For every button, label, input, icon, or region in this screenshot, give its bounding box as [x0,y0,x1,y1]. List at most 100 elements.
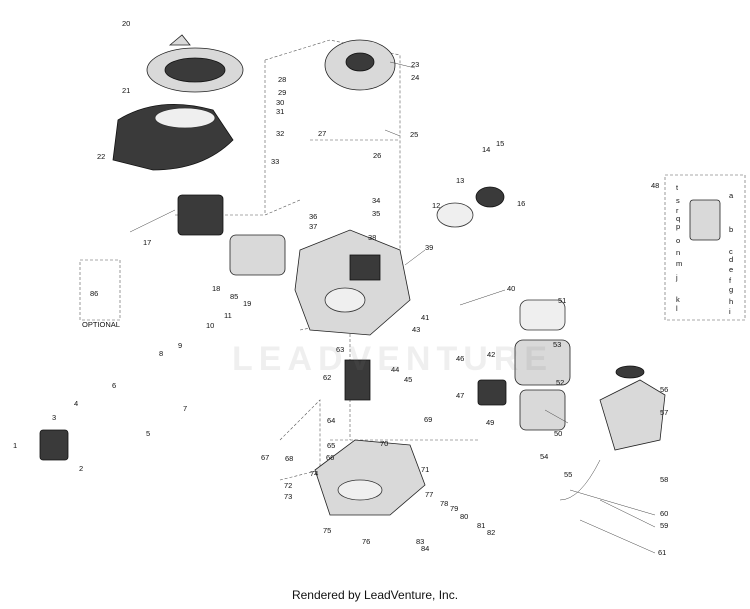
callout-label: 83 [416,537,424,546]
callout-label: 2 [79,464,83,473]
callout-label: 5 [146,429,150,438]
blower-housing [112,103,234,171]
callout-label: 33 [271,157,279,166]
callout-label: 15 [496,139,504,148]
callout-label: 49 [486,418,494,427]
callout-label: 41 [421,313,429,322]
callout-label: 66 [326,453,334,462]
callout-label: 29 [278,88,286,97]
leader-lines [129,61,656,554]
watermark: LEADVENTURE [232,340,554,378]
crankshaft [344,359,371,401]
kit-letter-label: j [675,273,678,282]
callout-label: 32 [276,129,284,138]
callout-label: 85 [230,292,238,301]
callout-label: 3 [52,413,56,422]
callout-label: 67 [261,453,269,462]
footer-credit: Rendered by LeadVenture, Inc. [291,588,459,602]
engine-block [294,229,411,336]
flywheel [324,39,396,91]
callout-label: 4 [74,399,78,408]
callout-label: 54 [540,452,548,461]
callout-label: 86 [90,289,98,298]
callout-label: 38 [368,233,376,242]
optional-label: OPTIONAL [82,320,120,329]
callout-label: 57 [660,408,668,417]
kit-letter-label: h [729,297,733,306]
callout-label: 70 [380,439,388,448]
recoil-starter [146,34,244,93]
carburetor [477,199,721,406]
callout-label: 58 [660,475,668,484]
carb-kit-letter-labels: a b c d e f g h i j k l m n o p q r s t [675,183,734,316]
callout-label: 48 [651,181,659,190]
callout-label: 43 [412,325,420,334]
callout-labels: 1 2 3 4 5 6 7 8 9 10 11 12 13 14 15 16 1… [13,19,668,557]
callout-label: 18 [212,284,220,293]
kit-letter-label: a [729,191,734,200]
callout-label: 27 [318,129,326,138]
callout-label: 74 [310,469,318,478]
callout-label: 8 [159,349,163,358]
callout-label: 61 [658,548,666,557]
callout-label: 10 [206,321,214,330]
kit-letter-label: l [676,304,678,313]
kit-letter-label: e [729,265,733,274]
callout-label: 14 [482,145,490,154]
callout-label: 46 [456,354,464,363]
callout-label: 75 [323,526,331,535]
air-filter [514,299,571,431]
kit-letter-label: g [729,285,733,294]
callout-label: 65 [327,441,335,450]
kit-letter-label: f [729,276,732,285]
callout-label: 72 [284,481,292,490]
callout-label: 64 [327,416,335,425]
callout-label: 44 [391,365,399,374]
callout-label: 36 [309,212,317,221]
callout-label: 56 [660,385,668,394]
piston [436,186,505,228]
fuel-lines [559,459,601,501]
callout-label: 69 [424,415,432,424]
callout-label: 19 [243,299,251,308]
fuel-tank [599,365,666,451]
callout-label: 50 [554,429,562,438]
callout-label: 80 [460,512,468,521]
callout-label: 39 [425,243,433,252]
kit-letter-label: b [729,225,733,234]
callout-label: 21 [122,86,130,95]
kit-letter-label: c [729,247,733,256]
callout-label: 37 [309,222,317,231]
callout-label: 45 [404,375,412,384]
kit-letter-label: i [729,307,731,316]
callout-label: 34 [372,196,380,205]
kit-letter-label: m [676,259,682,268]
kit-letter-label: p [676,222,680,231]
callout-label: 9 [178,341,182,350]
callout-label: 51 [558,296,566,305]
callout-label: 20 [122,19,130,28]
callout-label: 53 [553,340,561,349]
callout-label: 1 [13,441,17,450]
callout-label: 25 [410,130,418,139]
callout-label: 79 [450,504,458,513]
callout-label: 77 [425,490,433,499]
callout-label: 82 [487,528,495,537]
callout-label: 68 [285,454,293,463]
kit-letter-label: t [676,183,679,192]
callout-label: 59 [660,521,668,530]
callout-label: 42 [487,350,495,359]
callout-label: 23 [411,60,419,69]
kit-letter-label: k [676,295,680,304]
callout-label: 35 [372,209,380,218]
callout-label: 22 [97,152,105,161]
callout-label: 78 [440,499,448,508]
kit-letter-label: q [676,214,680,223]
callout-label: 40 [507,284,515,293]
muffler [177,194,286,276]
callout-label: 16 [517,199,525,208]
kit-letter-label: d [729,255,733,264]
callout-label: 26 [373,151,381,160]
callout-label: 63 [336,345,344,354]
callout-label: 55 [564,470,572,479]
